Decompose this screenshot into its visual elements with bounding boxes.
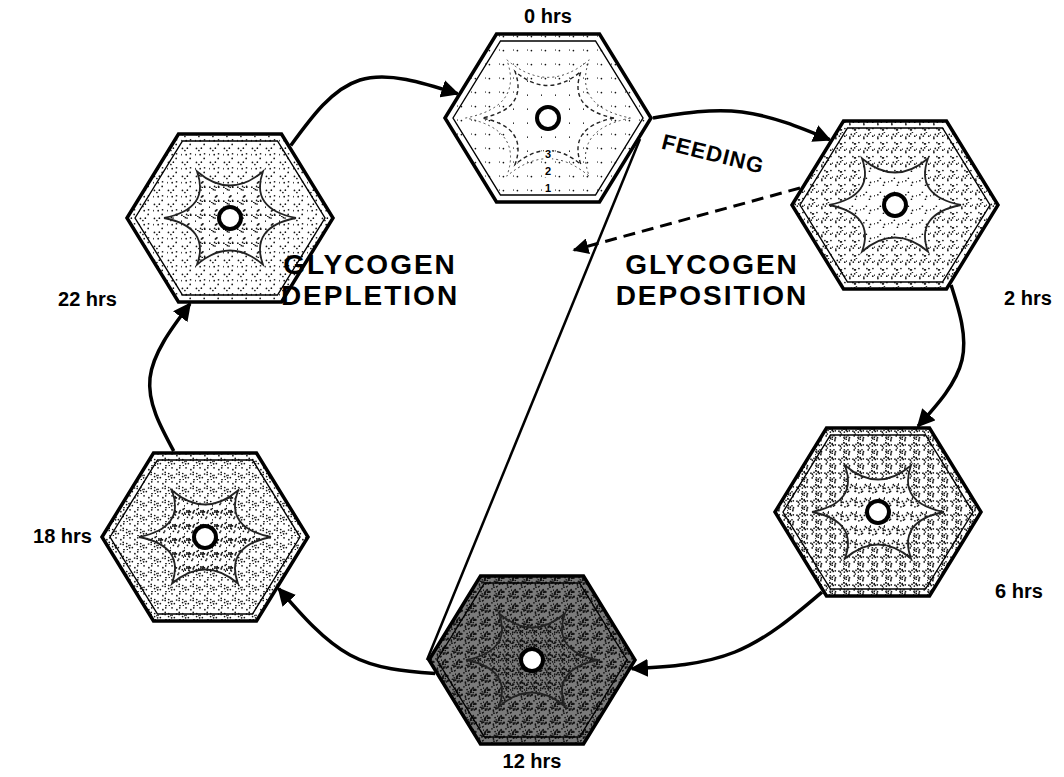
central-vein [194, 526, 216, 548]
cycle-arrow [291, 77, 458, 146]
time-label: 12 hrs [503, 750, 562, 772]
zone-boundary [812, 465, 944, 558]
lobule-hexagon: 6 hrs [773, 426, 983, 598]
time-label-holder: 12 hrs [503, 750, 562, 772]
time-label: 6 hrs [995, 580, 1043, 602]
lobule-hexagon: 0 hrs [443, 32, 653, 204]
cycle-arrow [918, 285, 964, 426]
hexagon-outline [445, 34, 651, 202]
label-holder: GLYCOGEN DEPOSITION [592, 250, 832, 312]
central-vein [219, 207, 241, 229]
zone-boundary [466, 613, 598, 706]
time-label-holder: 2 hrs [1004, 287, 1052, 309]
time-label: 18 hrs [33, 525, 92, 547]
zone-boundary [466, 60, 631, 176]
label-holder: GLYCOGEN DEPLETION [250, 250, 490, 312]
zone-boundary [482, 71, 614, 164]
hexagon-shape [773, 426, 983, 598]
time-label: 22 hrs [58, 288, 117, 310]
central-vein [867, 501, 889, 523]
hexagon-shape [427, 574, 637, 746]
zone-boundary [139, 490, 271, 583]
time-label-holder: 22 hrs [58, 288, 117, 310]
lobule-hexagon: 18 hrs [100, 451, 310, 623]
central-vein [884, 194, 906, 216]
central-vein [537, 107, 559, 129]
label-holder: FEEDING [659, 130, 767, 179]
central-vein [521, 649, 543, 671]
label-holder: 2 [544, 161, 552, 179]
lobule-hexagon: 2 hrs [790, 119, 1000, 291]
hexagon-shape [790, 119, 1000, 291]
time-label-holder: 18 hrs [33, 525, 92, 547]
hexagon-shape [100, 451, 310, 623]
hexagon-outline [775, 428, 981, 596]
hexagon-outline [429, 576, 635, 744]
time-label-holder: 6 hrs [995, 580, 1043, 602]
dashed-arrow [574, 188, 800, 250]
time-label: 0 hrs [524, 5, 572, 27]
time-label: 2 hrs [1004, 287, 1052, 309]
cycle-arrow [632, 592, 822, 669]
cycle-arrow [150, 304, 190, 451]
hexagon-inner-border [110, 460, 300, 614]
diagram-label: GLYCOGEN DEPLETION [250, 250, 490, 312]
diagram-label: GLYCOGEN DEPOSITION [592, 250, 832, 312]
hexagon-inner-border [783, 435, 973, 589]
zone-number: 2 [544, 165, 552, 177]
label-holder: 1 [544, 178, 552, 196]
diagram-label: FEEDING [659, 130, 767, 179]
lobule-hexagon: 12 hrs [427, 574, 637, 746]
hexagon-outline [792, 121, 998, 289]
hexagon-shape [443, 32, 653, 204]
hexagon-inner-border [800, 128, 990, 282]
time-label-holder: 0 hrs [524, 5, 572, 27]
hexagon-outline [102, 453, 308, 621]
zone-number: 1 [544, 182, 552, 194]
zone-boundary [164, 171, 296, 264]
zone-number: 3 [544, 148, 552, 160]
cycle-arrow [279, 589, 435, 674]
zone-boundary [829, 158, 961, 251]
hexagon-inner-border [437, 583, 627, 737]
hexagon-inner-border [453, 41, 643, 195]
label-holder: 3 [544, 144, 552, 162]
